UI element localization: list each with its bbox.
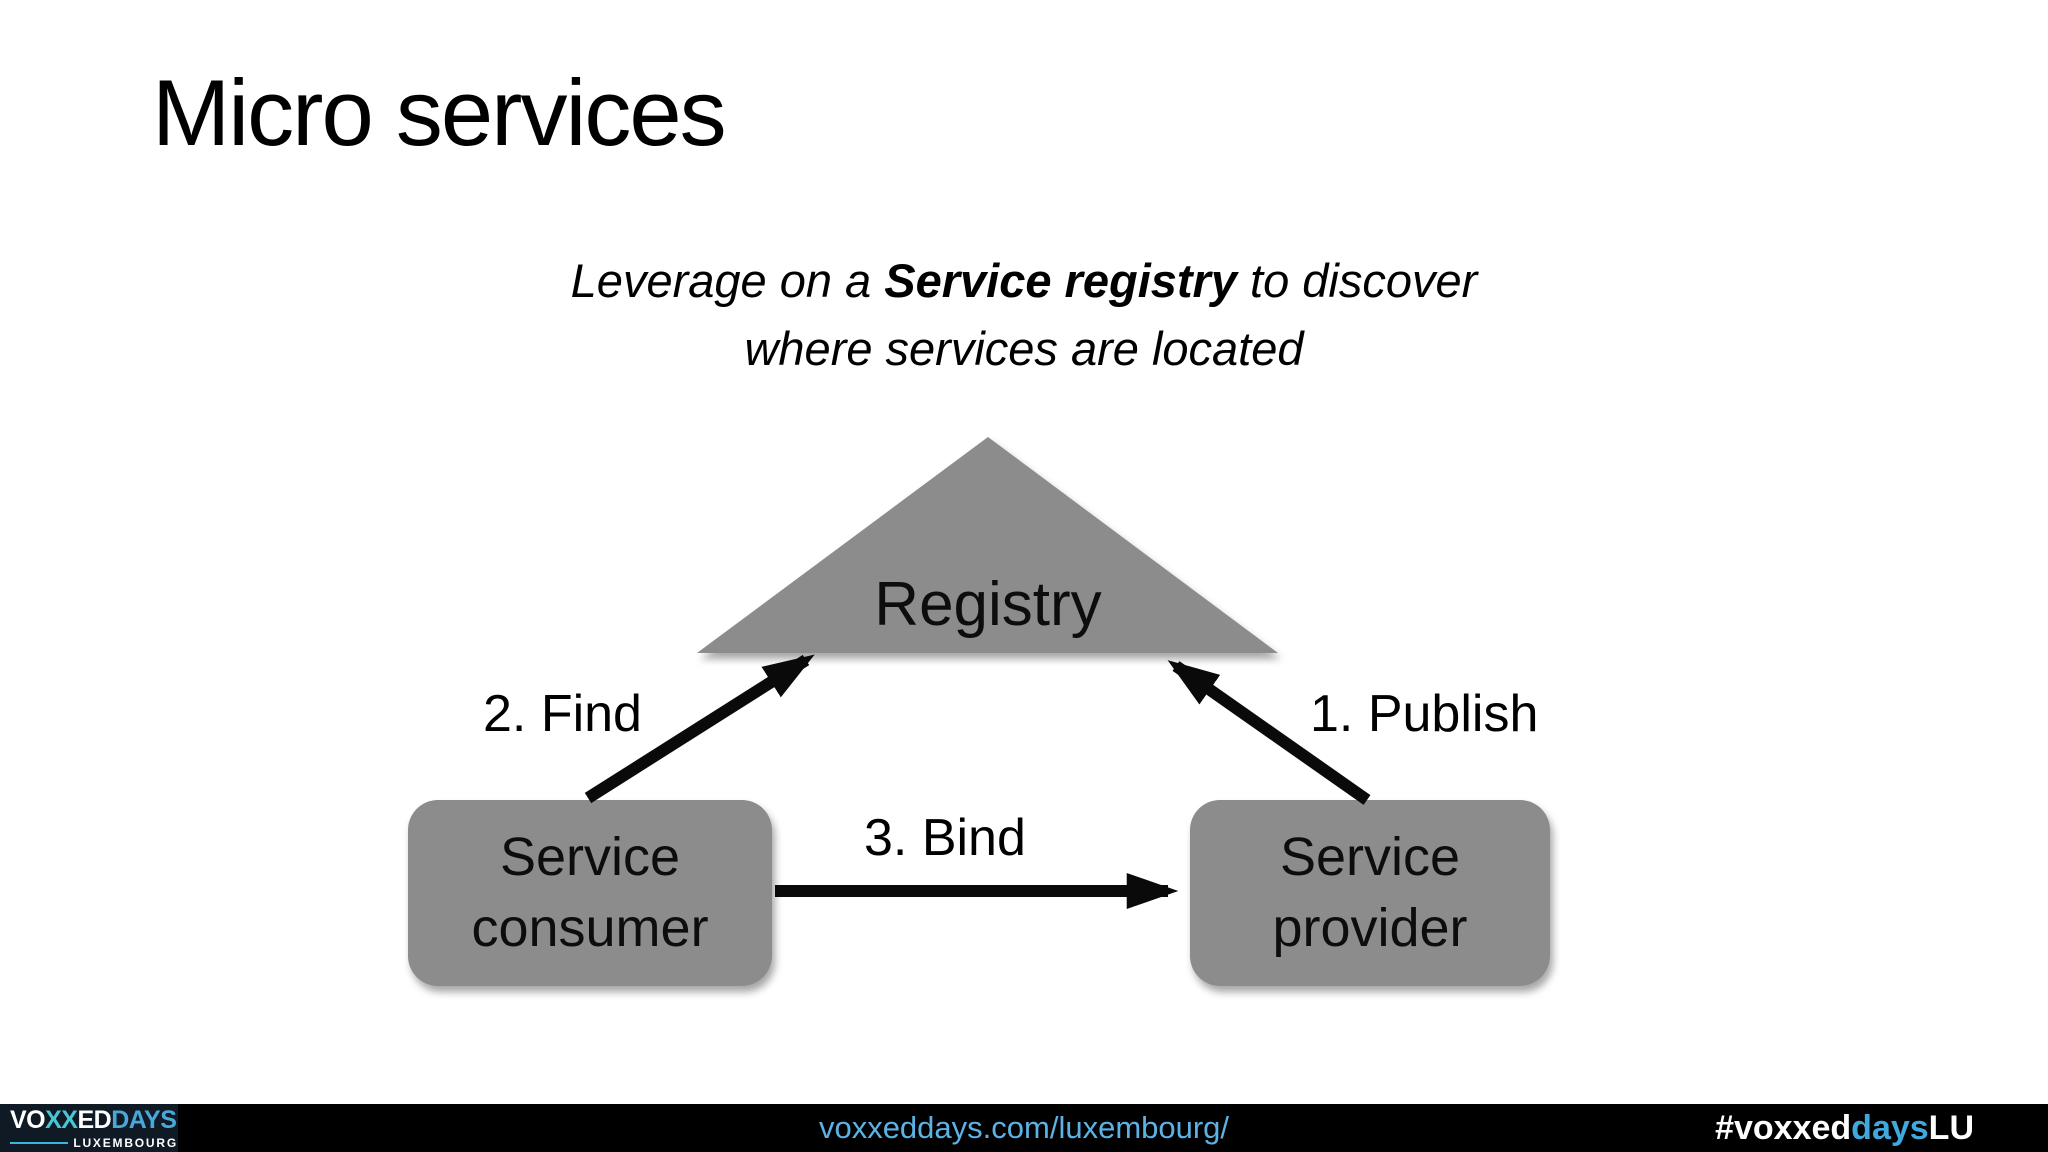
service-provider-label-line1: Service — [1279, 827, 1461, 887]
publish-arrow — [1167, 660, 1371, 805]
voxxed-days-wordmark: VOXXEDDAYS — [10, 1105, 178, 1134]
service-provider-label: Service provider — [1190, 800, 1550, 986]
hashtag-days: days — [1851, 1108, 1929, 1147]
logo-vo: VO — [10, 1105, 46, 1134]
footer-url-link[interactable]: voxxeddays.com/luxembourg/ — [818, 1110, 1230, 1145]
logo-location: LUXEMBOURG — [73, 1135, 178, 1150]
publish-arrow-label: 1. Publish — [1310, 685, 1539, 743]
hashtag-pre: #voxxed — [1715, 1108, 1852, 1147]
subtitle-line1-pre: Leverage on a — [570, 254, 885, 307]
service-provider-label-line2: provider — [1272, 898, 1468, 958]
registry-node-label: Registry — [874, 570, 1102, 639]
subtitle-line1: Leverage on a Service registry to discov… — [0, 247, 2048, 315]
subtitle: Leverage on a Service registry to discov… — [0, 247, 2048, 383]
subtitle-line2: where services are located — [744, 322, 1304, 375]
subtitle-line1-bold: Service registry — [884, 254, 1237, 307]
service-consumer-label-line1: Service — [499, 827, 681, 887]
voxxed-days-logo: VOXXEDDAYS LUXEMBOURG — [0, 1104, 178, 1152]
logo-rule-line — [10, 1141, 69, 1144]
page-title: Micro services — [152, 60, 727, 165]
service-consumer-box — [408, 800, 772, 986]
find-arrow — [584, 654, 815, 804]
logo-xx: XX — [45, 1105, 78, 1134]
find-arrow-label: 2. Find — [483, 685, 642, 743]
logo-ed: ED — [77, 1105, 112, 1134]
bind-arrow-label: 3. Bind — [864, 809, 1026, 867]
subtitle-line1-post: to discover — [1236, 254, 1478, 307]
footer-bar: VOXXEDDAYS LUXEMBOURG voxxeddays.com/lux… — [0, 1104, 2048, 1152]
service-provider-box — [1190, 800, 1550, 986]
hashtag-lu: LU — [1928, 1108, 1974, 1147]
logo-days: DAYS — [111, 1105, 177, 1134]
registry-triangle — [697, 437, 1278, 653]
service-consumer-label: Service consumer — [408, 800, 772, 986]
service-consumer-label-line2: consumer — [471, 898, 709, 958]
logo-location-row: LUXEMBOURG — [10, 1137, 178, 1149]
